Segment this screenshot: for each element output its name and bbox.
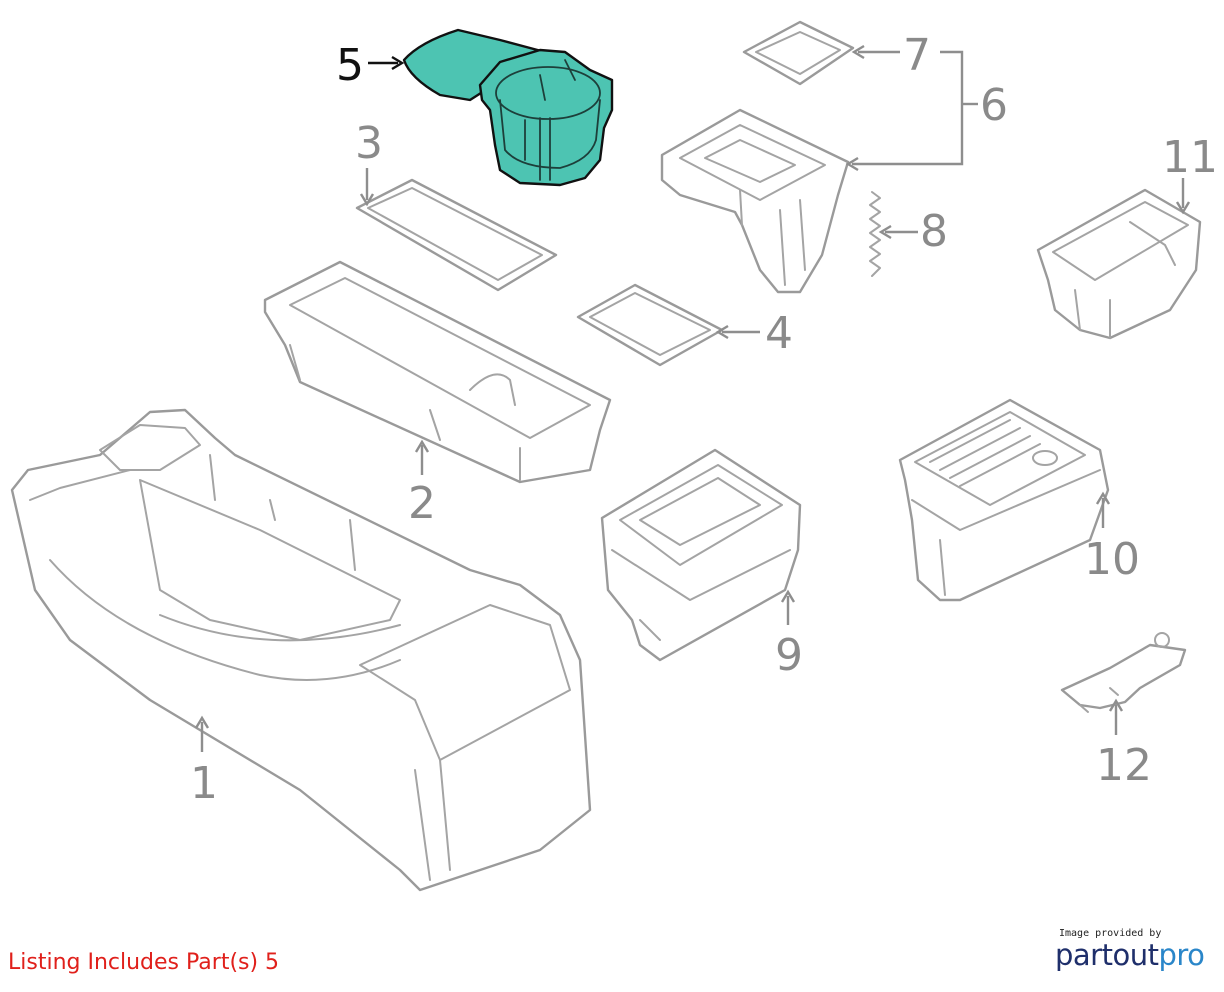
logo-wordmark: partoutpro [1055, 938, 1205, 972]
part-7-lid[interactable] [742, 20, 855, 86]
logo-caption: Image provided by [1059, 928, 1162, 939]
part-1-console-base[interactable] [10, 408, 592, 892]
listing-note: Listing Includes Part(s) 5 [8, 950, 280, 975]
callout-2: 2 [408, 478, 436, 529]
part-5-cup-holder[interactable] [402, 28, 614, 187]
callout-3: 3 [355, 118, 383, 169]
callout-5: 5 [336, 40, 364, 91]
part-8-spring[interactable] [869, 191, 881, 277]
part-11-bin[interactable] [1036, 188, 1202, 340]
part-9-insert[interactable] [600, 448, 802, 662]
callout-11: 11 [1162, 132, 1218, 183]
callout-1: 1 [190, 758, 218, 809]
callout-6: 6 [980, 80, 1008, 131]
callout-7: 7 [903, 30, 931, 81]
part-10-ribbed-tray[interactable] [898, 398, 1110, 602]
partoutpro-logo[interactable]: Image provided by partoutpro [1055, 928, 1215, 978]
logo-brand-part2: pro [1158, 938, 1205, 972]
part-2-storage-tray[interactable] [263, 260, 612, 484]
callout-12: 12 [1096, 740, 1152, 791]
leader-lines [194, 44, 1191, 752]
logo-brand-part1: partout [1055, 938, 1159, 972]
callout-labels: 1 2 3 4 5 6 7 8 9 10 11 12 [190, 30, 1218, 809]
callout-10: 10 [1084, 534, 1140, 585]
part-12-bracket[interactable] [1060, 632, 1187, 713]
callout-9: 9 [775, 630, 803, 681]
callout-8: 8 [920, 206, 948, 257]
part-4-small-mat[interactable] [576, 283, 724, 367]
part-3-mat[interactable] [355, 178, 558, 292]
part-6-housing[interactable] [660, 108, 850, 294]
callout-4: 4 [765, 308, 793, 359]
